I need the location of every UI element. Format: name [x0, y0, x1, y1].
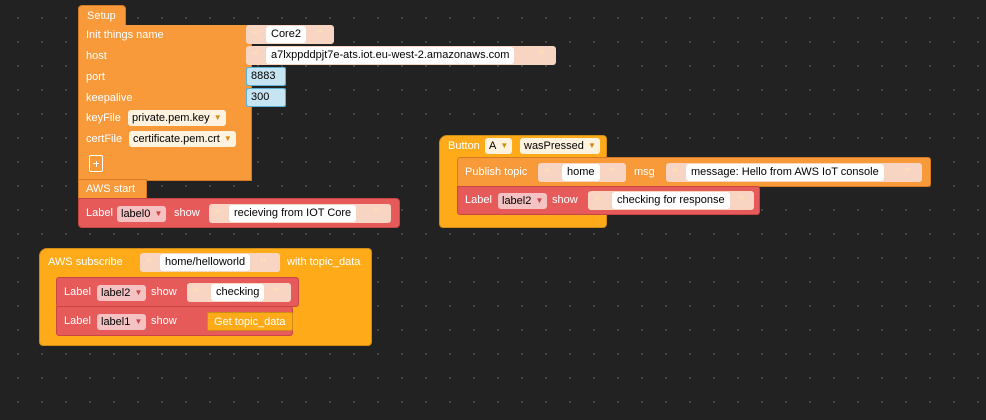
- msg-value[interactable]: message: Hello from AWS IoT console: [686, 164, 884, 181]
- aws-subscribe-label: AWS subscribe: [48, 256, 123, 268]
- open-quote-icon: “: [215, 206, 222, 221]
- open-quote-icon: “: [252, 27, 259, 42]
- label0-dropdown[interactable]: label0 ▼: [117, 206, 167, 222]
- chevron-down-icon: ▼: [213, 113, 222, 122]
- label-word: Label: [64, 286, 91, 298]
- certfile-value: certificate.pem.crt: [133, 133, 220, 145]
- close-quote-icon: ”: [316, 27, 323, 42]
- close-quote-icon: ”: [273, 285, 280, 300]
- keepalive-number-block[interactable]: 300: [246, 88, 286, 107]
- subscribe-topic-string-block[interactable]: “ home/helloworld ”: [140, 253, 280, 272]
- host-label: host: [86, 50, 107, 62]
- publish-topic-value[interactable]: home: [562, 164, 600, 181]
- setup-header: Setup: [87, 10, 116, 22]
- certfile-dropdown[interactable]: certificate.pem.crt ▼: [129, 131, 236, 147]
- button-a-value: A: [489, 140, 497, 152]
- aws-start-block[interactable]: AWS start: [78, 179, 147, 199]
- host-string-block[interactable]: “ a7lxppddpjt7e-ats.iot.eu-west-2.amazon…: [246, 46, 556, 65]
- certfile-label: certFile: [86, 133, 123, 145]
- chevron-down-icon: ▼: [500, 141, 509, 150]
- port-number-block[interactable]: 8883: [246, 67, 286, 86]
- add-file-icon[interactable]: [89, 155, 103, 172]
- aws-start-label: AWS start: [86, 183, 136, 195]
- init-things-name-value[interactable]: Core2: [266, 26, 306, 43]
- init-things-name-label: Init things name: [86, 29, 164, 41]
- chevron-down-icon: ▼: [134, 317, 143, 326]
- close-quote-icon: ”: [373, 206, 380, 221]
- port-label: port: [86, 71, 105, 83]
- label2-dropdown[interactable]: label2 ▼: [97, 285, 147, 301]
- setup-body[interactable]: [78, 25, 252, 181]
- with-topic-data-label: with topic_data: [287, 256, 361, 268]
- open-quote-icon: “: [544, 165, 551, 180]
- open-quote-icon: “: [594, 193, 601, 208]
- close-quote-icon: ”: [904, 165, 911, 180]
- event-dropdown[interactable]: wasPressed ▼: [520, 138, 600, 154]
- checking-text[interactable]: checking: [211, 284, 265, 301]
- label0-string-block[interactable]: “ recieving from IOT Core ”: [209, 204, 391, 223]
- open-quote-icon: “: [193, 285, 200, 300]
- button-a-dropdown[interactable]: A ▼: [485, 138, 513, 154]
- setup-hat-block[interactable]: Setup: [78, 5, 126, 27]
- label0-value: label0: [121, 208, 151, 220]
- label2-string-block[interactable]: “ checking for response ”: [588, 191, 754, 210]
- close-quote-icon: ”: [538, 48, 545, 63]
- chevron-down-icon: ▼: [223, 134, 232, 143]
- keyfile-value: private.pem.key: [132, 112, 210, 124]
- label-word: Label: [86, 207, 113, 219]
- chevron-down-icon: ▼: [535, 196, 544, 205]
- keepalive-label: keepalive: [86, 92, 133, 104]
- host-value[interactable]: a7lxppddpjt7e-ats.iot.eu-west-2.amazonaw…: [266, 47, 515, 64]
- chevron-down-icon: ▼: [588, 141, 596, 150]
- show-word: show: [151, 315, 177, 327]
- label-show-block[interactable]: Label label2 ▼ show “ checking ”: [56, 277, 299, 307]
- label-show-block[interactable]: Label label2 ▼ show “ checking for respo…: [457, 186, 760, 215]
- publish-topic-block[interactable]: Publish topic “ home ” msg “ message: He…: [457, 157, 931, 187]
- label1-value: label1: [101, 316, 131, 328]
- get-topic-data-block[interactable]: Get topic_data: [207, 312, 293, 331]
- msg-string-block[interactable]: “ message: Hello from AWS IoT console ”: [666, 163, 922, 182]
- close-quote-icon: ”: [260, 255, 267, 270]
- chevron-down-icon: ▼: [154, 209, 163, 218]
- keyfile-label: keyFile: [86, 112, 121, 124]
- get-topic-data-label: Get topic_data: [214, 316, 286, 328]
- init-things-string-block[interactable]: “ Core2 ”: [246, 25, 334, 44]
- label0-text[interactable]: recieving from IOT Core: [229, 205, 357, 222]
- label2-value: label2: [502, 195, 532, 207]
- label-word: Label: [64, 315, 91, 327]
- show-word: show: [151, 286, 177, 298]
- open-quote-icon: “: [252, 48, 259, 63]
- button-word: Button: [448, 140, 480, 152]
- close-quote-icon: ”: [609, 165, 616, 180]
- label2-value: label2: [101, 287, 131, 299]
- open-quote-icon: “: [672, 165, 679, 180]
- label2-dropdown[interactable]: label2 ▼: [498, 193, 548, 209]
- label2-text[interactable]: checking for response: [612, 192, 730, 209]
- checking-string-block[interactable]: “ checking ”: [187, 283, 291, 302]
- event-value: wasPressed: [524, 140, 584, 152]
- close-quote-icon: ”: [738, 193, 745, 208]
- label-word: Label: [465, 194, 492, 206]
- show-word: show: [552, 194, 578, 206]
- chevron-down-icon: ▼: [134, 288, 143, 297]
- label1-dropdown[interactable]: label1 ▼: [97, 314, 147, 330]
- show-word: show: [174, 207, 200, 219]
- subscribe-topic-value[interactable]: home/helloworld: [160, 254, 251, 271]
- publish-topic-label: Publish topic: [465, 166, 528, 178]
- open-quote-icon: “: [146, 255, 153, 270]
- label-show-block[interactable]: Label label0 ▼ show “ recieving from IOT…: [78, 198, 400, 228]
- port-value[interactable]: 8883: [247, 68, 285, 85]
- keyfile-dropdown[interactable]: private.pem.key ▼: [128, 110, 226, 126]
- keepalive-value[interactable]: 300: [247, 89, 285, 106]
- msg-label: msg: [634, 166, 655, 178]
- label-show-block[interactable]: Label label1 ▼ show Get topic_data: [56, 306, 293, 336]
- publish-topic-string-block[interactable]: “ home ”: [538, 163, 626, 182]
